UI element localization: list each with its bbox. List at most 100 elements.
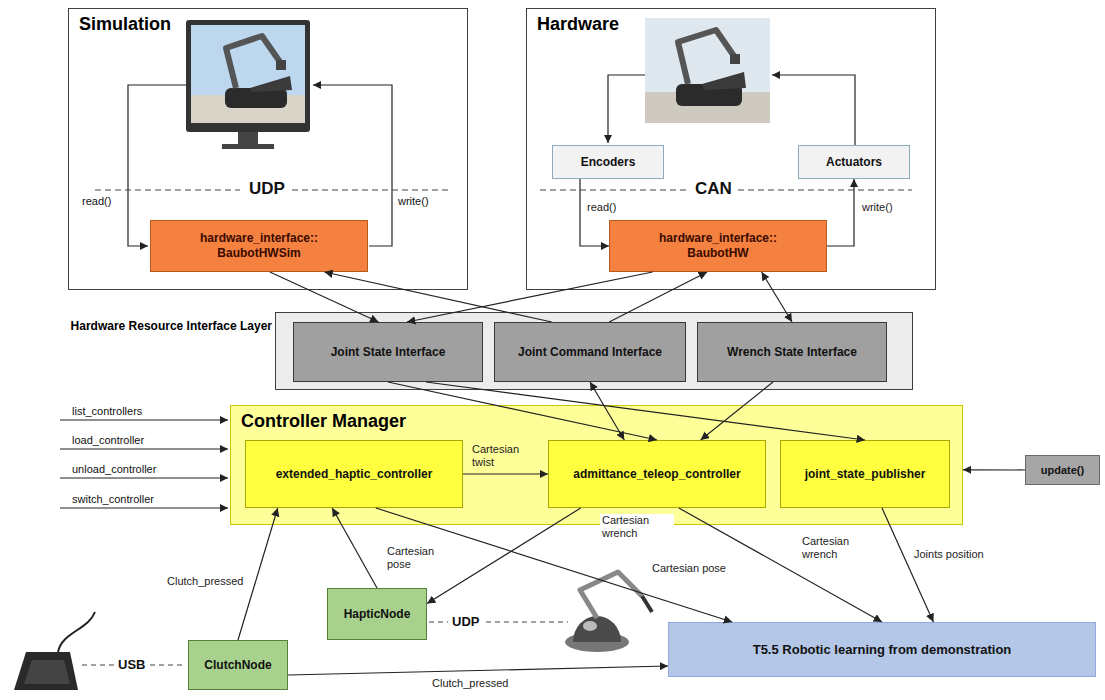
haptic-device [573, 616, 621, 642]
task-box: T5.5 Robotic learning from demonstration [668, 622, 1096, 677]
connector-arrow [332, 508, 377, 588]
service-call-arrows [60, 477, 228, 478]
connector-arrow [463, 473, 548, 474]
connector-arrow [679, 508, 882, 622]
controller-box: extended_haptic_controller [245, 440, 463, 508]
simulation-monitor [222, 144, 274, 149]
haptic-udp-dashed-line [429, 622, 568, 623]
simulation-monitor [186, 20, 310, 149]
simulation-monitor [250, 76, 292, 92]
simulation-monitor [238, 132, 258, 144]
haptic-device [580, 572, 642, 618]
layer-heading: Hardware Resource Interface Layer [71, 319, 272, 334]
signal-label: read() [80, 195, 113, 208]
protocol-label: CAN [693, 179, 734, 199]
box-label: admittance_teleop_controller [573, 467, 740, 482]
ros-node-box: HapticNode [327, 588, 427, 640]
udp-dashed-line [292, 190, 448, 191]
simulation-monitor [276, 60, 286, 70]
usb-dashed-line [82, 665, 114, 666]
udp-dashed-line [95, 190, 448, 191]
connector-arrow [388, 382, 657, 440]
box-label: hardware_interface:: BaubotHWSim [184, 231, 334, 261]
box-label: extended_haptic_controller [276, 467, 433, 482]
foot-pedal [58, 612, 95, 652]
hardware-interface-box: hardware_interface:: BaubotHW [609, 220, 827, 272]
service-call-arrows [60, 507, 228, 508]
haptic-device [583, 621, 597, 631]
connector-arrow [376, 508, 732, 622]
actuator-box: Actuators [798, 145, 910, 179]
frame-heading: Controller Manager [241, 410, 406, 432]
connector-arrow [590, 382, 624, 440]
hardware-encoder-actuator-arrows [608, 75, 645, 143]
service-call-arrows [60, 448, 228, 449]
hardware-robot [645, 18, 770, 123]
connector-arrow [882, 508, 933, 622]
udp-dashed-line [95, 190, 240, 191]
box-label: HapticNode [344, 607, 411, 622]
connector-label: Cartesian wrench [800, 535, 874, 561]
connector-arrow [407, 272, 653, 322]
interface-box: Joint Command Interface [494, 322, 686, 382]
connector-arrow [288, 666, 668, 675]
hardware-robot [645, 18, 770, 123]
box-label: joint_state_publisher [805, 467, 926, 482]
connector-arrow [426, 382, 865, 440]
connector-label: write() [860, 201, 895, 214]
box-label: Wrench State Interface [727, 345, 857, 360]
signal-label: write() [396, 195, 431, 208]
connector-arrow [609, 272, 707, 322]
haptic-device [642, 596, 652, 612]
hardware-robot [678, 30, 734, 84]
controller-manager-frame: Controller Manager extended_haptic_contro… [230, 405, 963, 525]
can-dashed-line [738, 190, 912, 191]
protocol-label: UDP [247, 179, 287, 199]
connector-label: Clutch_pressed [430, 677, 510, 690]
haptic-udp-dashed-line [486, 622, 568, 623]
simulation-monitor [186, 20, 310, 132]
box-label: T5.5 Robotic learning from demonstration [753, 642, 1012, 657]
box-label: Actuators [826, 155, 882, 170]
connector-arrow [324, 272, 551, 322]
simulation-monitor [191, 25, 305, 123]
can-dashed-line [540, 190, 912, 191]
connector-label: Cartesian pose [385, 545, 449, 571]
connector-label: Cartesian pose [650, 562, 734, 575]
connector-arrow [238, 508, 278, 640]
box-label: update() [1041, 463, 1084, 478]
box-label: Joint Command Interface [518, 345, 662, 360]
protocol-label: USB [116, 657, 147, 673]
service-label: unload_controller [70, 463, 158, 476]
hardware-robot [702, 72, 746, 90]
haptic-device [565, 572, 652, 652]
box-label: hardware_interface:: BaubotHW [643, 231, 793, 261]
foot-pedal [24, 660, 70, 684]
frame-heading: Hardware [537, 13, 619, 35]
haptic-udp-dashed-line [429, 622, 448, 623]
box-label: Encoders [581, 155, 636, 170]
connector-arrow [827, 179, 854, 246]
connector-arrow [762, 272, 792, 322]
controller-box: admittance_teleop_controller [548, 440, 766, 508]
hardware-robot [730, 54, 740, 64]
controller-box: joint_state_publisher [780, 440, 950, 508]
can-dashed-line [540, 190, 688, 191]
hardware-frame: HardwareEncoders Actuators hardware_interf… [526, 8, 936, 290]
connector-label: Clutch_pressed [165, 575, 245, 588]
service-label: load_controller [70, 434, 146, 447]
frame-heading: Simulation [79, 13, 171, 35]
usb-dashed-line [150, 665, 186, 666]
hardware-interface-box: hardware_interface:: BaubotHWSim [150, 220, 368, 272]
service-label: switch_controller [70, 493, 156, 506]
protocol-label: UDP [450, 614, 481, 630]
service-call-arrows [60, 420, 228, 508]
usb-dashed-line [82, 665, 186, 666]
simulation-frame: Simulationhardware_interface:: BaubotHWS… [68, 8, 468, 290]
interface-layer-band: Hardware Resource Interface LayerJoint S… [275, 312, 913, 390]
update-box: update() [1025, 455, 1100, 485]
hardware-encoder-actuator-arrows [772, 75, 855, 145]
service-label: list_controllers [70, 405, 144, 418]
hardware-encoder-actuator-arrows [608, 75, 855, 145]
